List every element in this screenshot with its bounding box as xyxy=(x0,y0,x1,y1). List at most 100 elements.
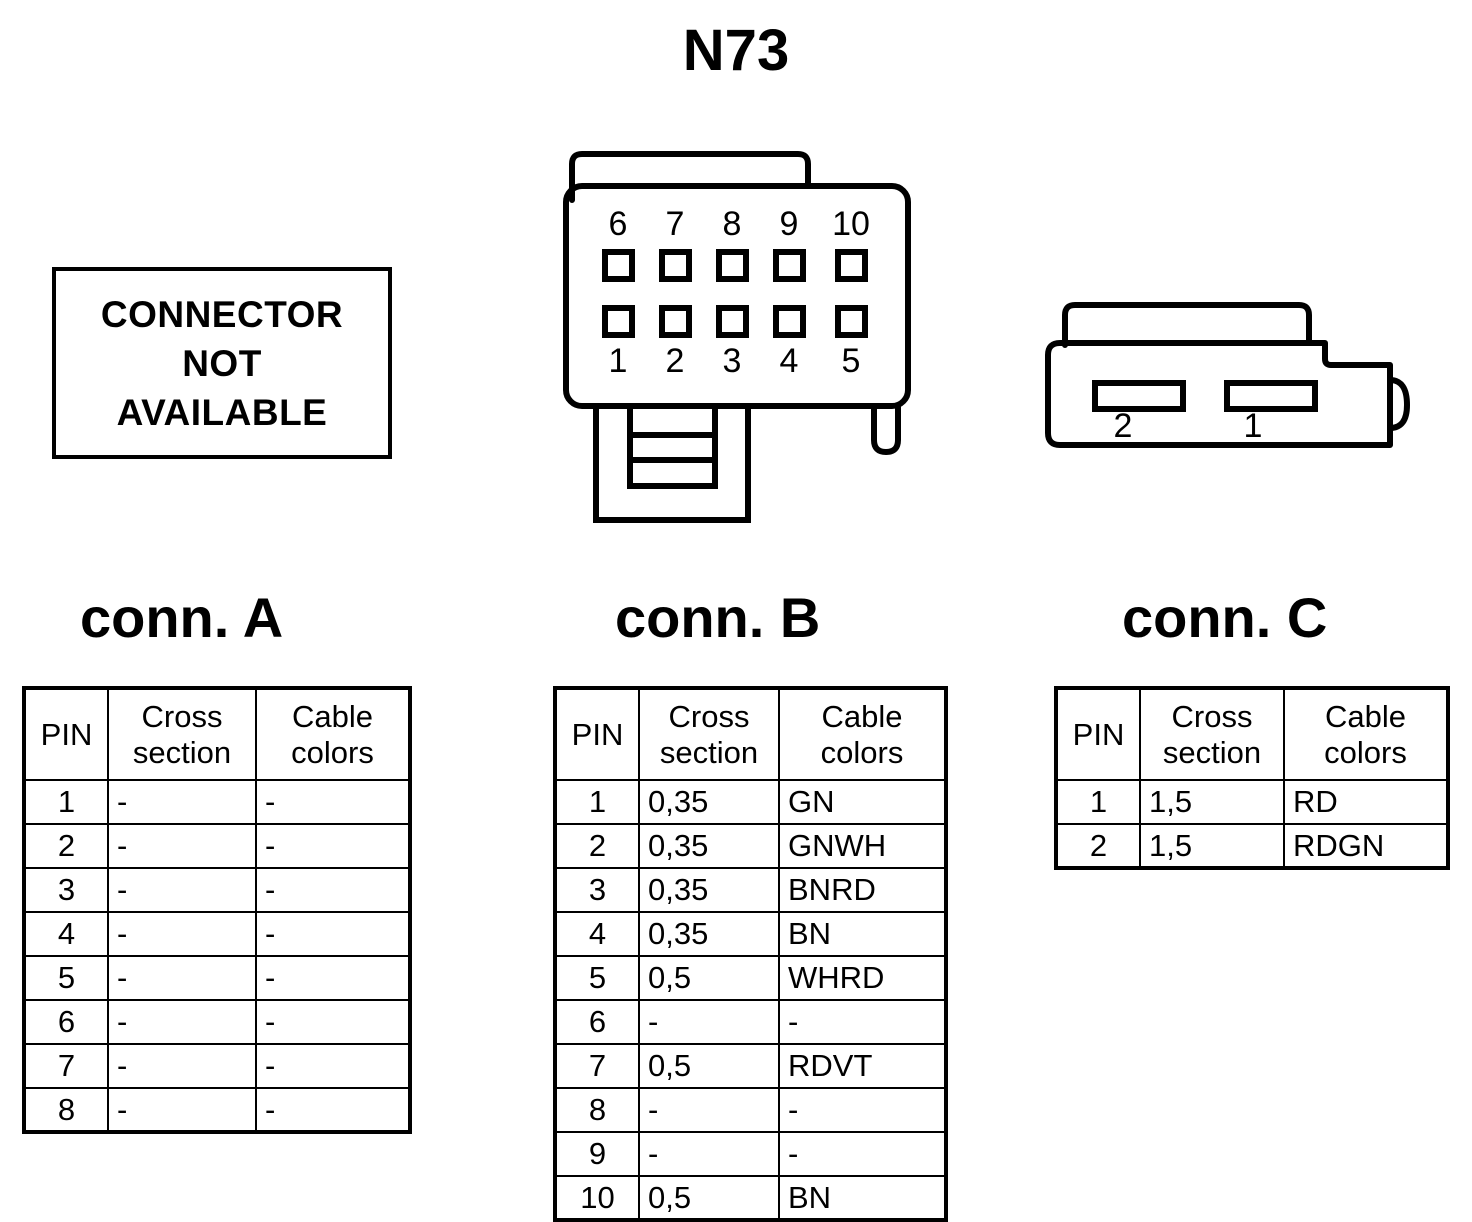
cell-pin: 6 xyxy=(23,999,109,1045)
pin-slot-1 xyxy=(1224,380,1318,412)
cell-pin: 1 xyxy=(554,779,640,825)
cell-cable-colors: BN xyxy=(778,1175,947,1221)
table-header-row: PIN Cross section Cable colors xyxy=(23,687,411,781)
cell-cable-colors: - xyxy=(255,955,411,1001)
table-row: 6-- xyxy=(554,999,947,1045)
cell-cable-colors: RD xyxy=(1283,779,1449,825)
pin-label-3: 3 xyxy=(723,342,742,380)
cell-pin: 10 xyxy=(554,1175,640,1221)
page-title: N73 xyxy=(682,18,790,83)
cell-pin: 7 xyxy=(554,1043,640,1089)
table-row: 1-- xyxy=(23,779,411,825)
table-row: 7-- xyxy=(23,1043,411,1089)
pin-slot-2 xyxy=(1092,380,1186,412)
pin-cavity-4 xyxy=(773,305,806,338)
cell-pin: 9 xyxy=(554,1131,640,1177)
cell-cross-section: - xyxy=(107,999,257,1045)
pin-label-c-1: 1 xyxy=(1244,407,1263,445)
pin-cavity-7 xyxy=(659,249,692,282)
header-cable-line1: Cable xyxy=(292,698,373,734)
pin-cavity-8 xyxy=(716,249,749,282)
pin-label-10: 10 xyxy=(832,205,870,243)
cell-cable-colors: - xyxy=(255,1087,411,1133)
cell-cable-colors: RDGN xyxy=(1283,823,1449,869)
cell-pin: 7 xyxy=(23,1043,109,1089)
cell-cable-colors: RDVT xyxy=(778,1043,947,1089)
pin-label-6: 6 xyxy=(609,205,628,243)
cell-cable-colors: BN xyxy=(778,911,947,957)
cell-cross-section: 0,35 xyxy=(638,911,780,957)
header-cable-colors: Cable colors xyxy=(1283,687,1449,781)
pin-label-5: 5 xyxy=(842,342,861,380)
header-cross-line2: section xyxy=(1162,734,1262,770)
header-cable-colors: Cable colors xyxy=(255,687,411,781)
header-cross-section: Cross section xyxy=(1139,687,1285,781)
cell-pin: 6 xyxy=(554,999,640,1045)
header-pin: PIN xyxy=(1055,687,1141,781)
cell-cross-section: 1,5 xyxy=(1139,823,1285,869)
cell-pin: 8 xyxy=(23,1087,109,1133)
cell-pin: 1 xyxy=(23,779,109,825)
cell-cross-section: 1,5 xyxy=(1139,779,1285,825)
cell-cable-colors: GNWH xyxy=(778,823,947,869)
cell-cross-section: 0,5 xyxy=(638,1043,780,1089)
two-pin-connector-drawing: 2 1 xyxy=(1035,285,1435,460)
table-row: 9-- xyxy=(554,1131,947,1177)
header-cable-colors: Cable colors xyxy=(778,687,947,781)
cell-pin: 2 xyxy=(23,823,109,869)
heading-conn-c: conn. C xyxy=(1122,586,1328,649)
header-cross-section: Cross section xyxy=(638,687,780,781)
cell-cross-section: - xyxy=(638,1087,780,1133)
header-cross-line2: section xyxy=(132,734,232,770)
header-cross-line1: Cross xyxy=(1171,698,1253,734)
not-available-line-1: CONNECTOR xyxy=(100,293,344,335)
cell-pin: 4 xyxy=(23,911,109,957)
pin-cavity-1 xyxy=(602,305,635,338)
pin-label-9: 9 xyxy=(780,205,799,243)
pin-cavity-3 xyxy=(716,305,749,338)
table-header-row: PIN Cross section Cable colors xyxy=(1055,687,1449,781)
cell-pin: 2 xyxy=(554,823,640,869)
header-cable-line1: Cable xyxy=(821,698,903,734)
pin-label-7: 7 xyxy=(666,205,685,243)
cell-cross-section: - xyxy=(107,955,257,1001)
header-cross-section: Cross section xyxy=(107,687,257,781)
cell-cable-colors: - xyxy=(778,1131,947,1177)
header-cross-line1: Cross xyxy=(668,698,750,734)
cell-cable-colors: - xyxy=(255,779,411,825)
table-row: 4-- xyxy=(23,911,411,957)
cell-pin: 3 xyxy=(554,867,640,913)
cell-cable-colors: - xyxy=(255,1043,411,1089)
cell-cable-colors: - xyxy=(255,999,411,1045)
cell-pin: 4 xyxy=(554,911,640,957)
header-pin: PIN xyxy=(554,687,640,781)
header-pin: PIN xyxy=(23,687,109,781)
cell-cross-section: - xyxy=(107,823,257,869)
table-row: 2-- xyxy=(23,823,411,869)
ten-pin-connector-drawing: 6 7 8 9 10 1 2 3 4 5 xyxy=(550,140,940,530)
header-cable-line2: colors xyxy=(291,734,374,770)
table-row: 5-- xyxy=(23,955,411,1001)
cell-cross-section: 0,35 xyxy=(638,823,780,869)
cell-pin: 8 xyxy=(554,1087,640,1133)
cell-pin: 5 xyxy=(554,955,640,1001)
cell-pin: 3 xyxy=(23,867,109,913)
heading-conn-b: conn. B xyxy=(615,586,821,649)
header-cross-line2: section xyxy=(659,734,759,770)
connector-not-available-box: CONNECTOR NOT AVAILABLE xyxy=(52,267,392,459)
cell-cable-colors: - xyxy=(778,999,947,1045)
cell-cable-colors: GN xyxy=(778,779,947,825)
not-available-line-2: NOT xyxy=(182,342,262,384)
cell-cross-section: - xyxy=(107,911,257,957)
cell-pin: 2 xyxy=(1055,823,1141,869)
cell-cross-section: - xyxy=(638,1131,780,1177)
